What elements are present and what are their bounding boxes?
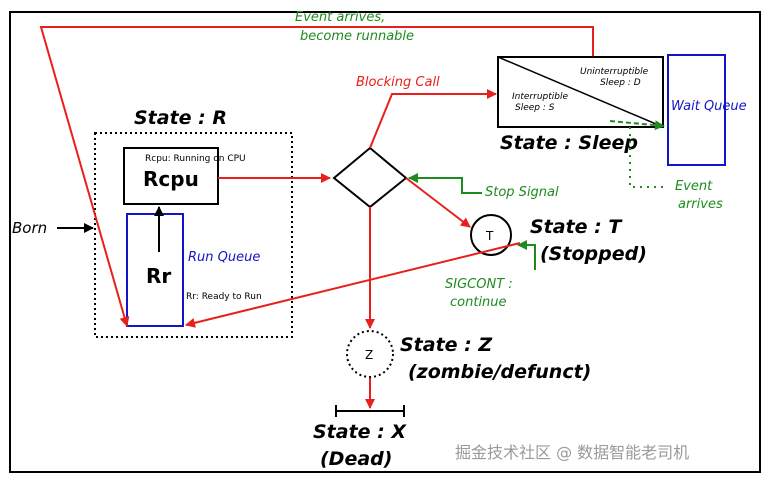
watermark: 掘金技术社区 @ 数据智能老司机: [455, 443, 689, 462]
sigcont-label-1: SIGCONT :: [445, 277, 513, 292]
state-x-label-1: State : X: [313, 421, 407, 443]
event-arrives-top-arrow: [39, 26, 594, 327]
state-x-label-2: (Dead): [320, 448, 392, 470]
outer-frame: [9, 11, 761, 473]
state-z-label-2: (zombie/defunct): [408, 361, 591, 383]
zombie-state-letter: Z: [365, 348, 373, 362]
event-arrives-right-label-1: Event: [675, 179, 713, 194]
sigcont-label-2: continue: [450, 295, 507, 310]
decision-diamond: [332, 146, 408, 209]
event-arrives-right-line: [629, 127, 668, 188]
rcpu-box: [123, 147, 219, 205]
event-arrives-top-label-1: Event arrives,: [295, 10, 385, 25]
born-label: Born: [12, 219, 47, 237]
zombie-state-circle: [346, 330, 394, 378]
rr-note: Rr: Ready to Run: [186, 292, 262, 302]
state-t-label-2: (Stopped): [540, 243, 647, 265]
stopped-to-run-queue-arrow: [185, 242, 521, 328]
state-z-label-1: State : Z: [400, 334, 493, 356]
sleep-to-wait-queue-arrow: [609, 120, 665, 131]
sigcont-loop-arrow: [517, 240, 536, 270]
uninterruptible-label-2: Sleep : D: [600, 78, 641, 88]
run-queue-box: [126, 213, 184, 327]
interruptible-label-1: Interruptible: [512, 92, 568, 102]
state-sleep-label: State : Sleep: [500, 132, 638, 154]
blocking-call-label: Blocking Call: [356, 75, 440, 90]
decision-to-stopped-arrow: [405, 177, 471, 228]
stop-signal-label: Stop Signal: [485, 185, 559, 200]
stopped-state-circle: [470, 214, 512, 256]
rcpu-label: Rcpu: [143, 167, 199, 191]
event-arrives-right-label-2: arrives: [678, 197, 723, 212]
event-arrives-top-label-2: become runnable: [300, 29, 414, 44]
blocking-call-arrow: [369, 89, 497, 149]
interruptible-label-2: Sleep : S: [515, 103, 555, 113]
stopped-state-letter: T: [485, 229, 494, 243]
sleep-box-divider: [497, 56, 664, 128]
state-r-label: State : R: [134, 107, 227, 129]
rr-label: Rr: [146, 264, 171, 288]
state-t-label-1: State : T: [530, 216, 623, 238]
state-r-box: [94, 132, 293, 338]
rcpu-note: Rcpu: Running on CPU: [145, 154, 246, 164]
wait-queue-box: [667, 54, 726, 166]
wait-queue-label: Wait Queue: [671, 99, 747, 114]
run-queue-label: Run Queue: [188, 250, 260, 265]
stop-signal-arrow: [408, 173, 482, 194]
uninterruptible-label-1: Uninterruptible: [580, 67, 649, 77]
